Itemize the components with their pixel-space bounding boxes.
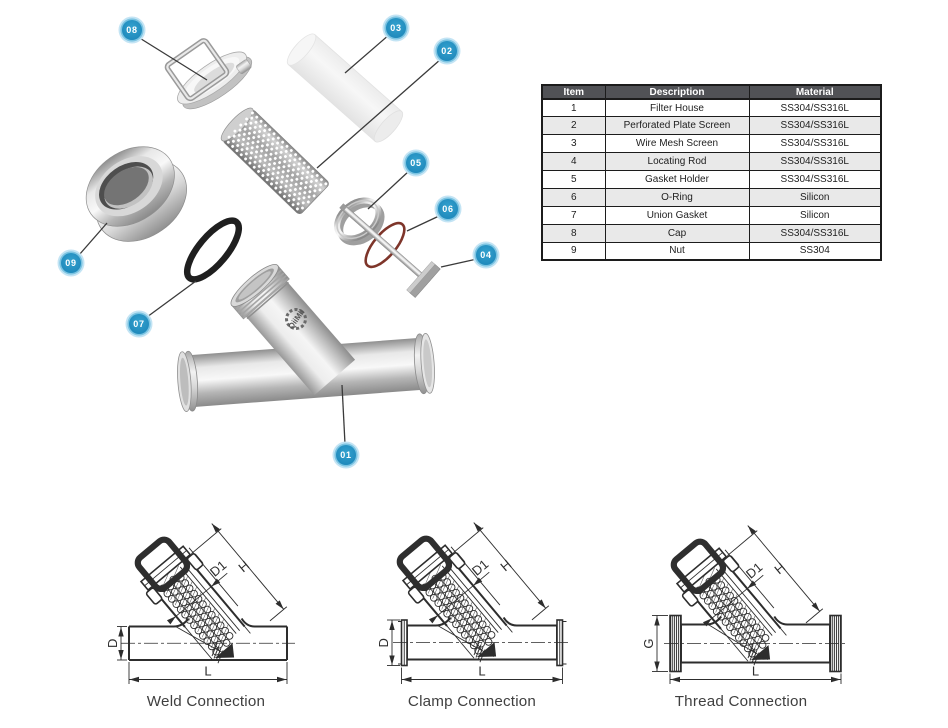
svg-text:01: 01: [340, 450, 352, 460]
svg-text:L: L: [204, 664, 211, 679]
svg-text:06: 06: [442, 204, 454, 214]
svg-text:Weld Connection: Weld Connection: [147, 693, 265, 710]
svg-text:D: D: [376, 638, 391, 647]
svg-text:09: 09: [65, 258, 77, 268]
svg-text:04: 04: [480, 250, 492, 260]
svg-text:D1: D1: [469, 556, 491, 578]
svg-text:08: 08: [126, 25, 138, 35]
svg-text:H: H: [497, 557, 514, 575]
svg-text:05: 05: [410, 158, 422, 168]
svg-text:L: L: [478, 664, 485, 679]
svg-text:G: G: [641, 638, 656, 648]
svg-text:Clamp Connection: Clamp Connection: [408, 693, 536, 710]
svg-text:03: 03: [390, 23, 402, 33]
svg-text:H: H: [771, 560, 788, 578]
svg-text:Thread Connection: Thread Connection: [675, 693, 808, 710]
svg-text:02: 02: [441, 46, 453, 56]
svg-text:D1: D1: [207, 557, 229, 579]
svg-text:H: H: [235, 558, 252, 576]
svg-text:D1: D1: [743, 559, 765, 581]
svg-text:L: L: [752, 664, 759, 679]
svg-text:D: D: [105, 639, 120, 648]
svg-text:07: 07: [133, 319, 145, 329]
